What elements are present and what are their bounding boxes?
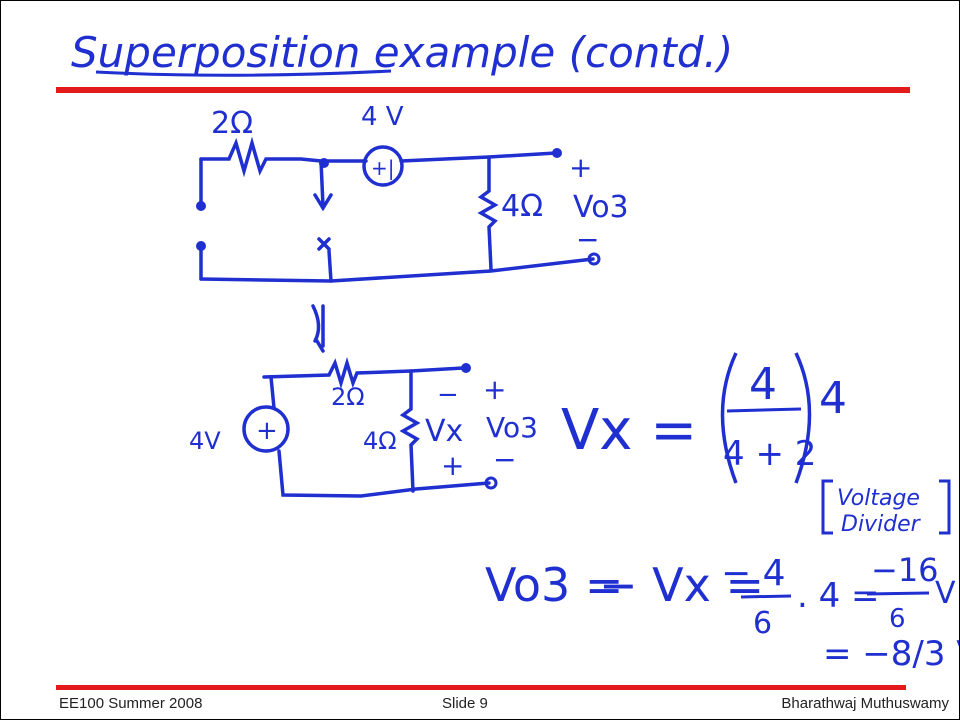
vx-fraction-denominator: 4 + 2 bbox=[723, 434, 816, 474]
vx-equation-lhs: Vx = bbox=[561, 398, 697, 463]
note-right-bracket bbox=[939, 479, 951, 535]
bottom-vx-minus: − bbox=[437, 380, 459, 410]
vx-multiplier: 4 bbox=[819, 373, 847, 424]
footer-slide-number: Slide 9 bbox=[442, 695, 488, 712]
bottom-output-label: Vo3 bbox=[486, 411, 538, 444]
top-resistor-right-label: 4Ω bbox=[501, 189, 543, 224]
handwritten-content: Superposition example (contd.) +| 2Ω 4 V… bbox=[71, 28, 960, 674]
top-source-label: 4 V bbox=[361, 102, 404, 132]
vx-right-paren bbox=[794, 352, 812, 484]
bottom-vx-label: Vx bbox=[425, 414, 463, 449]
top-output-dot bbox=[552, 148, 562, 158]
top-output-plus: + bbox=[569, 151, 592, 184]
vo3-result-numerator: −16 bbox=[871, 551, 939, 589]
footer-course: EE100 Summer 2008 bbox=[59, 695, 203, 712]
note-left-bracket bbox=[821, 479, 833, 535]
vo3-final-result: = −8/3 V bbox=[823, 634, 960, 674]
note-line-voltage: Voltage bbox=[837, 486, 920, 511]
top-node-dot bbox=[319, 158, 329, 168]
vo3-result-denominator: 6 bbox=[889, 604, 906, 634]
bottom-output-minus: − bbox=[493, 443, 516, 476]
top-terminal-dot-upper bbox=[196, 201, 206, 211]
bottom-voltage-source-icon bbox=[242, 405, 290, 453]
slide-title: Superposition example (contd.) bbox=[71, 28, 733, 77]
vo3-result-unit: V bbox=[935, 576, 956, 611]
vo3-result-bar bbox=[866, 591, 930, 596]
bottom-output-terminal bbox=[484, 476, 498, 490]
vx-fraction-numerator: 4 bbox=[749, 359, 777, 410]
note-line-divider: Divider bbox=[841, 512, 922, 537]
vx-left-paren bbox=[720, 352, 738, 484]
bottom-circuit-wires bbox=[262, 356, 491, 498]
bottom-vx-plus: + bbox=[441, 449, 464, 482]
vo3-equation-lhs: Vo3 = bbox=[485, 558, 623, 612]
title-rule bbox=[56, 87, 910, 93]
bottom-output-plus: + bbox=[483, 373, 506, 406]
top-voltage-source-icon bbox=[362, 145, 404, 187]
footer-rule bbox=[56, 685, 906, 690]
top-circuit-wires bbox=[199, 136, 595, 353]
top-source-symbol: +| bbox=[371, 156, 395, 180]
top-output-label: Vo3 bbox=[573, 190, 629, 225]
top-resistor-left-label: 2Ω bbox=[211, 106, 253, 141]
bottom-source-label: 4V bbox=[189, 427, 221, 455]
bottom-resistor-shunt-label: 4Ω bbox=[363, 427, 397, 455]
title-underline bbox=[95, 69, 392, 77]
vo3-fraction-bar bbox=[740, 594, 792, 599]
vo3-step2: . 4 = bbox=[797, 576, 880, 616]
bottom-output-dot bbox=[461, 363, 471, 373]
footer-author: Bharathwaj Muthuswamy bbox=[781, 695, 949, 712]
vo3-step1: − Vx = bbox=[599, 558, 764, 612]
vo3-fraction-denominator: 6 bbox=[753, 606, 772, 641]
top-terminal-dot-lower bbox=[196, 241, 206, 251]
top-output-terminal bbox=[587, 252, 601, 266]
vx-fraction-bar bbox=[726, 407, 802, 413]
bottom-source-symbol: + bbox=[256, 416, 278, 446]
bottom-resistor-series-label: 2Ω bbox=[331, 383, 365, 411]
vo3-fraction-numerator: − 4 bbox=[721, 553, 786, 594]
top-output-minus: − bbox=[576, 223, 599, 256]
